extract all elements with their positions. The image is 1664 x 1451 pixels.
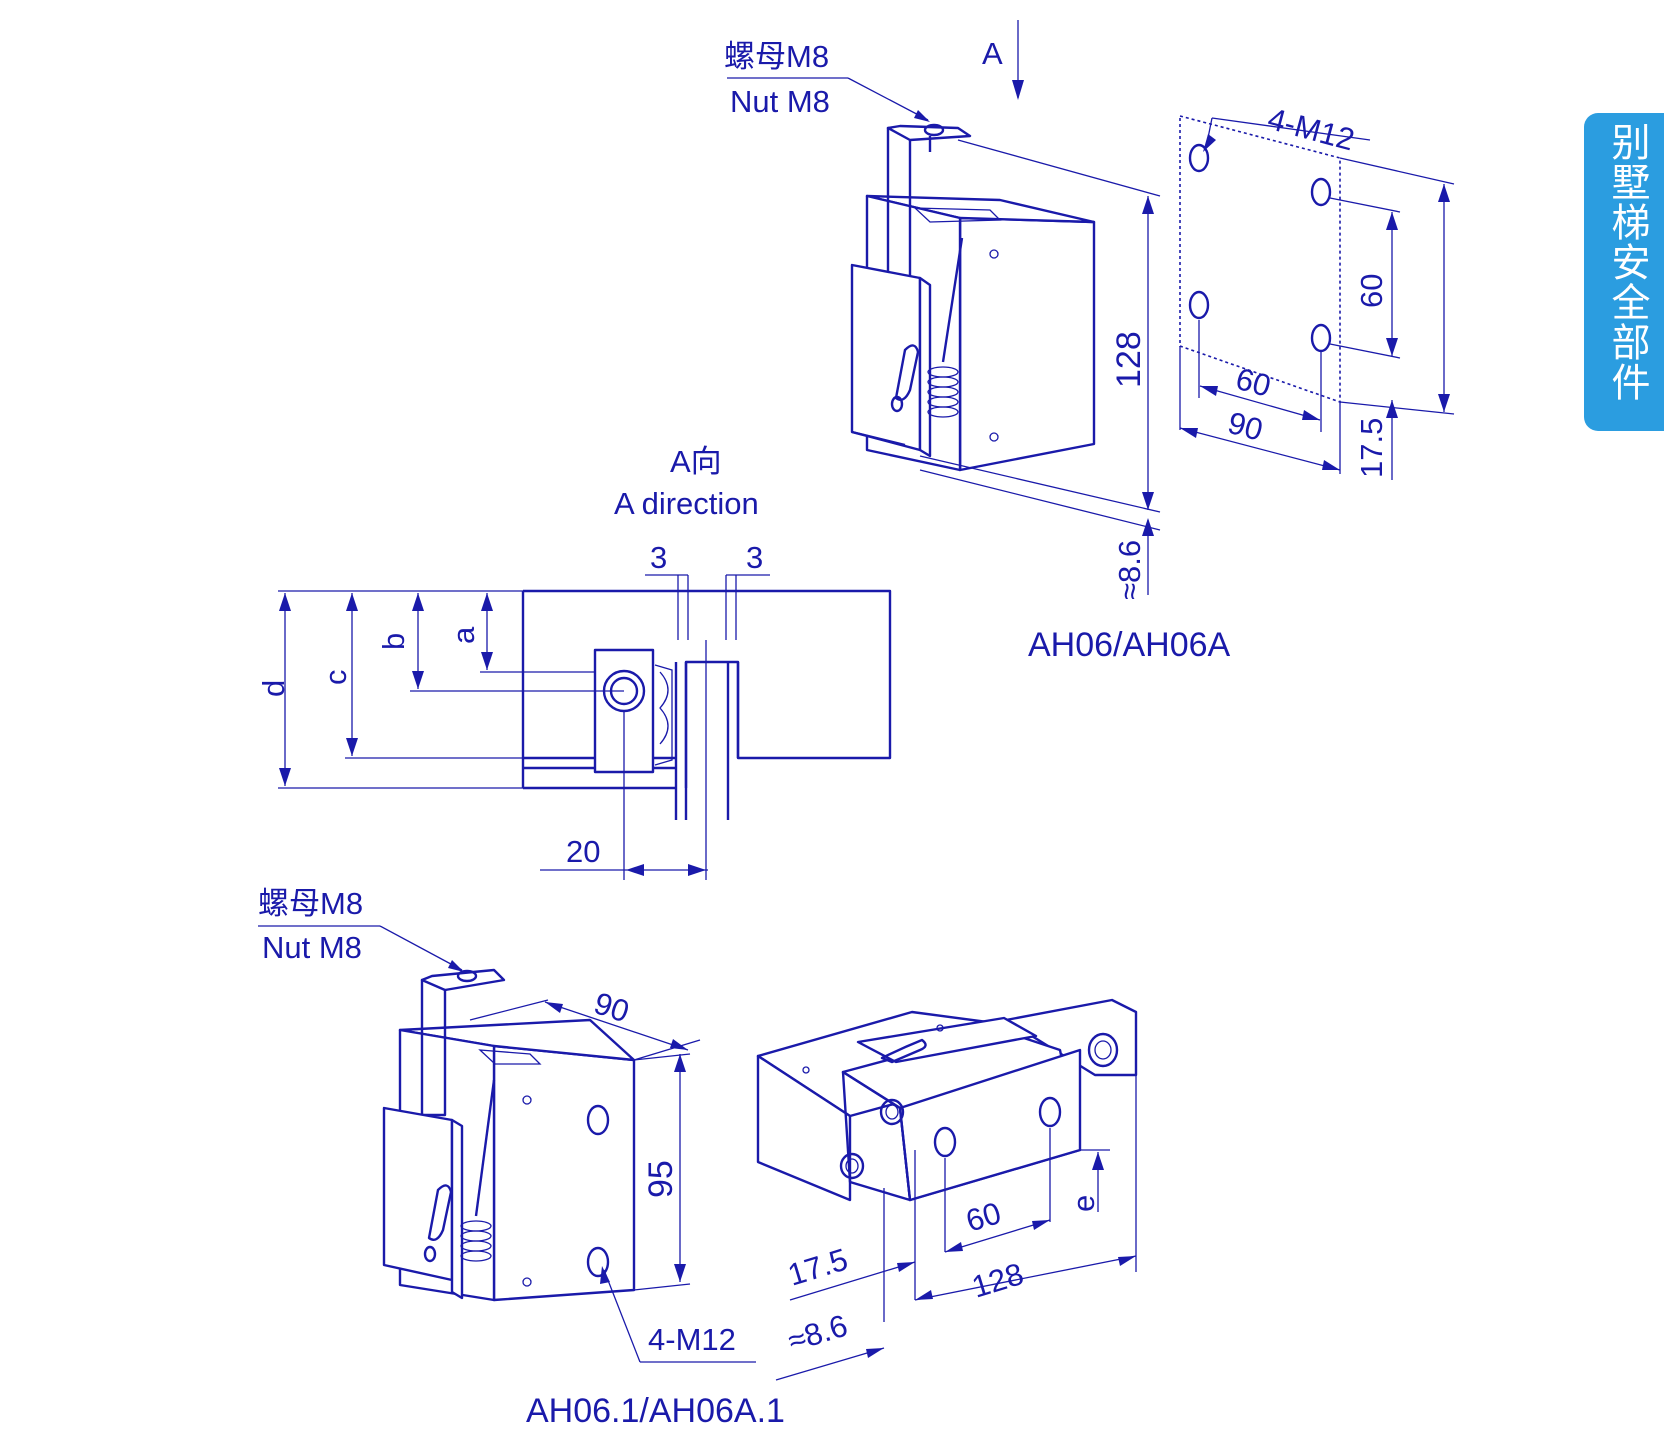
top-model-label: AH06/AH06A: [1028, 626, 1231, 664]
dim-20: 20: [566, 834, 600, 869]
bottom-dim-60: 60: [962, 1195, 1005, 1239]
bottom-right-iso-view: e 60 17.5 128 ≈8.6: [756, 998, 1138, 1381]
hole-dim-v-60: 60: [1354, 274, 1389, 308]
dim-b: b: [376, 633, 411, 650]
gap-right-3: 3: [746, 540, 763, 575]
top-nut-label-cn: 螺母M8: [724, 39, 829, 74]
bottom-left-iso-view: 螺母M8 Nut M8 90 95 4-M12 AH06.1/AH06A.1: [258, 886, 785, 1430]
gap-left-3: 3: [650, 540, 667, 575]
a-direction-title-cn: A向: [670, 444, 722, 479]
bottom-dim-17-5: 17.5: [784, 1242, 852, 1293]
dim-e: e: [1066, 1195, 1101, 1212]
bottom-holes-label: 4-M12: [648, 1322, 736, 1357]
bottom-model-label: AH06.1/AH06A.1: [526, 1392, 785, 1430]
view-arrow-label: A: [982, 36, 1003, 71]
top-iso-view: 螺母M8 Nut M8 A 128 ≈8.6 AH06/AH06A: [724, 20, 1231, 664]
bottom-dim-95: 95: [642, 1160, 680, 1198]
a-direction-title-en: A direction: [614, 486, 759, 521]
top-dim-8-6: ≈8.6: [1112, 540, 1147, 600]
bottom-nut-label-en: Nut M8: [262, 930, 362, 965]
bottom-dim-8-6: ≈8.6: [784, 1308, 852, 1359]
hole-pattern-view: 4-M12 60 17.5 60 90: [1179, 101, 1455, 480]
dim-a: a: [446, 626, 481, 644]
top-dim-128: 128: [1110, 331, 1148, 388]
bottom-dim-90: 90: [590, 985, 634, 1029]
a-direction-view: A向 A direction 3 3: [256, 444, 892, 880]
side-category-tab: [1584, 113, 1664, 431]
side-category-label: 别墅梯安全部件: [1605, 122, 1650, 402]
dim-d: d: [256, 680, 291, 697]
dim-c: c: [318, 670, 353, 686]
top-nut-label-en: Nut M8: [730, 84, 830, 119]
bottom-nut-label-cn: 螺母M8: [258, 886, 363, 921]
hole-count-label: 4-M12: [1264, 101, 1358, 158]
bottom-dim-128: 128: [968, 1256, 1028, 1305]
hole-dim-17-5: 17.5: [1354, 418, 1389, 478]
